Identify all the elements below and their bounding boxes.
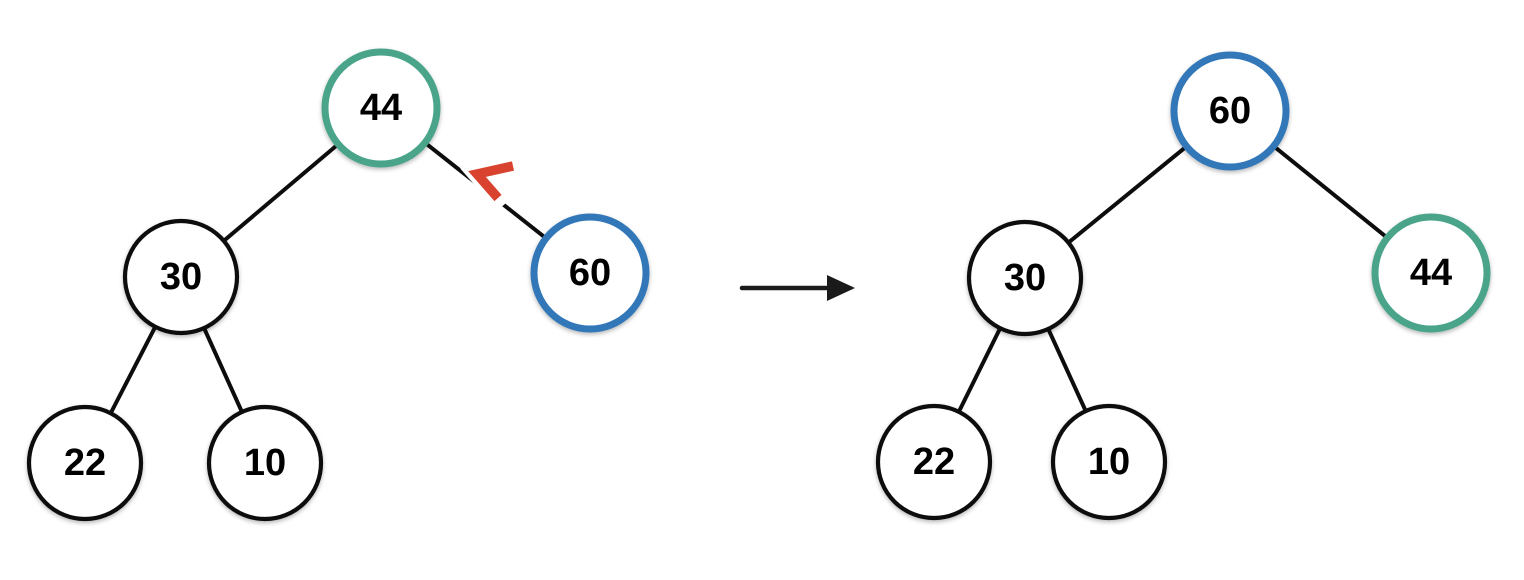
- node-circle-after-60: [1170, 51, 1290, 171]
- node-before-30: 30: [122, 218, 240, 336]
- node-label-after-22: 22: [913, 441, 955, 483]
- node-before-44: 44: [321, 48, 441, 168]
- node-circle-after-44: [1371, 213, 1491, 333]
- node-circle-before-60: [530, 213, 650, 333]
- node-label-before-60: 60: [569, 252, 611, 294]
- node-circle-after-10: [1050, 403, 1168, 521]
- node-label-before-44: 44: [360, 87, 402, 129]
- node-after-30: 30: [966, 219, 1084, 337]
- node-label-before-22: 22: [64, 442, 106, 484]
- tree-after: 60 30 44 22 10: [875, 51, 1491, 521]
- transition-arrow-head: [827, 275, 855, 301]
- tree-before: 44 30 60 22 10: [26, 48, 650, 522]
- node-before-60: 60: [530, 213, 650, 333]
- node-circle-after-22: [875, 403, 993, 521]
- node-circle-before-22: [26, 404, 144, 522]
- node-label-after-44: 44: [1410, 252, 1452, 294]
- node-after-60: 60: [1170, 51, 1290, 171]
- node-label-after-30: 30: [1004, 257, 1046, 299]
- node-after-44: 44: [1371, 213, 1491, 333]
- node-circle-before-44: [321, 48, 441, 168]
- node-label-before-30: 30: [160, 256, 202, 298]
- node-label-after-10: 10: [1088, 441, 1130, 483]
- node-circle-before-30: [122, 218, 240, 336]
- transition-arrow: [739, 275, 855, 301]
- node-circle-before-10: [206, 404, 324, 522]
- node-label-before-10: 10: [244, 442, 286, 484]
- node-after-10: 10: [1050, 403, 1168, 521]
- node-after-22: 22: [875, 403, 993, 521]
- node-before-10: 10: [206, 404, 324, 522]
- node-label-after-60: 60: [1209, 90, 1251, 132]
- node-circle-after-30: [966, 219, 1084, 337]
- red-chevron-icon: [468, 161, 515, 202]
- node-before-22: 22: [26, 404, 144, 522]
